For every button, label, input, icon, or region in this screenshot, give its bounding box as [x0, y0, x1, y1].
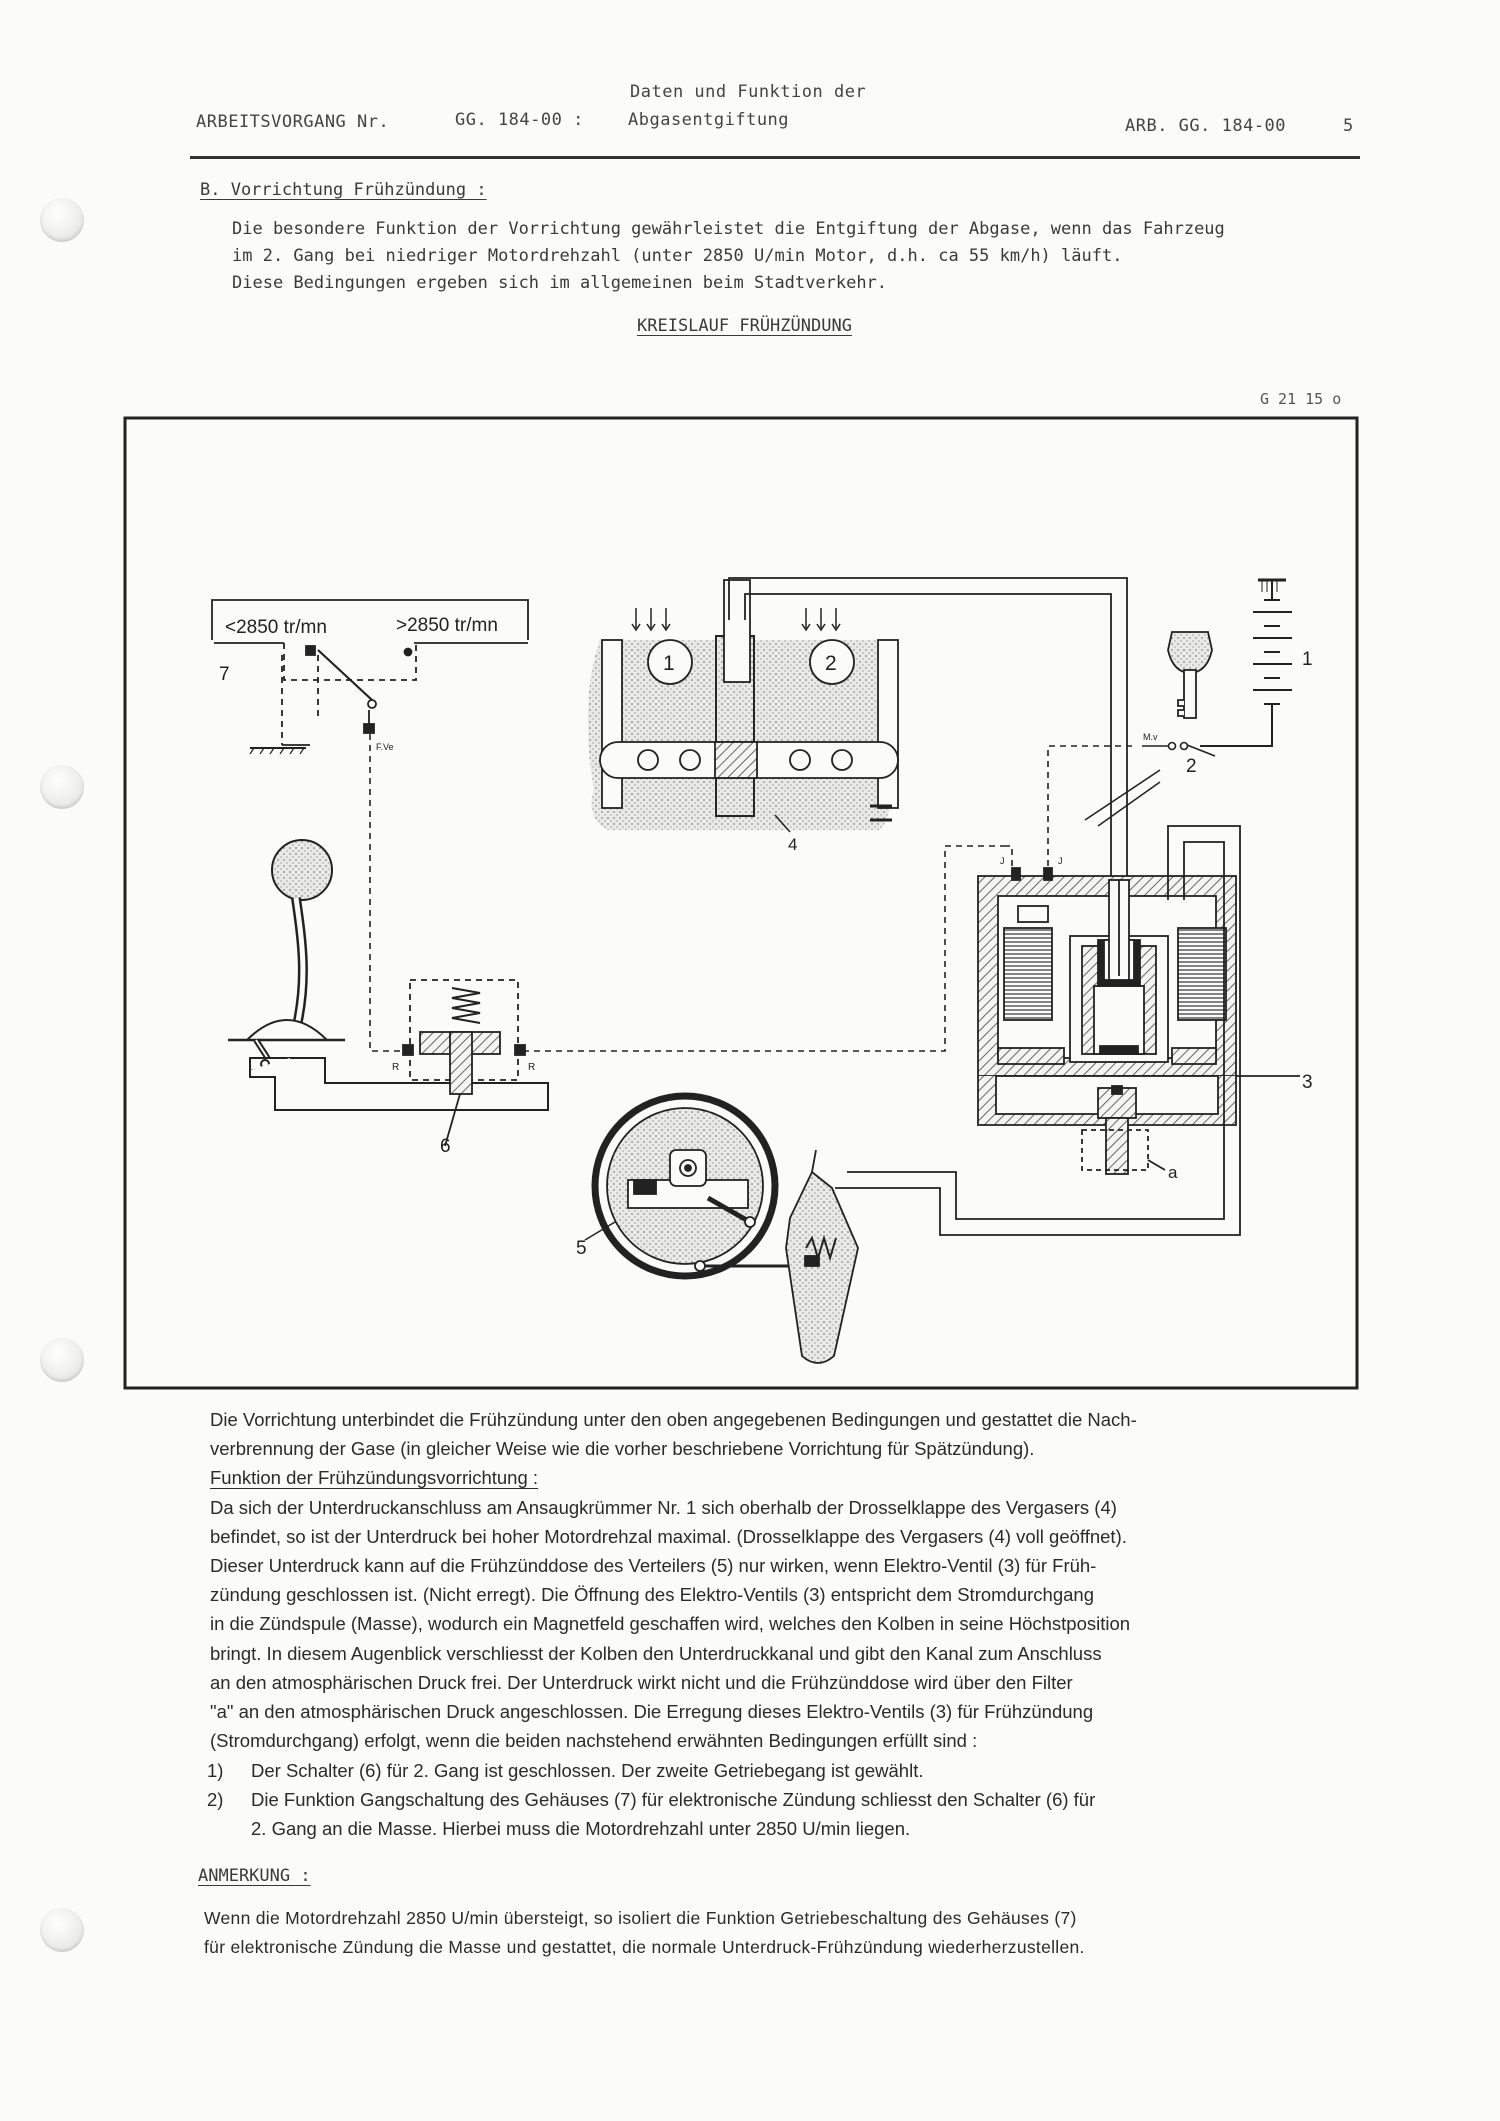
list-item: 1) Der Schalter (6) für 2. Gang ist gesch…: [207, 1756, 1095, 1785]
gear-lever: [228, 839, 549, 1111]
r-label-right: R: [528, 1062, 535, 1073]
list-text: 2. Gang an die Masse. Hierbei muss die M…: [251, 1818, 911, 1840]
text-line: bringt. In diesem Augenblick verschliess…: [210, 1642, 1102, 1664]
text-line: Da sich der Unterdruckanschluss am Ansau…: [210, 1496, 1117, 1518]
punch-hole: [40, 1338, 84, 1382]
list-number: 1): [207, 1760, 224, 1781]
intro-line: im 2. Gang bei niedriger Motordrehzahl (…: [232, 246, 1123, 266]
wire-fve: [369, 734, 1004, 1052]
figure-code: G 21 15 o: [1260, 390, 1342, 408]
text-line: in die Zündspule (Masse), wodurch ein Ma…: [210, 1613, 1131, 1635]
intro-line: Diese Bedingungen ergeben sich im allgem…: [232, 273, 888, 293]
label-3: 3: [1302, 1072, 1313, 1093]
label-4: 4: [788, 835, 797, 854]
intro-line: Die besondere Funktion der Vorrichtung g…: [232, 219, 1225, 239]
r-label-left: R: [392, 1062, 399, 1073]
list-text: Der Schalter (6) für 2. Gang ist geschlo…: [251, 1760, 924, 1781]
header-right-code: ARB. GG. 184-00: [1125, 116, 1287, 136]
page-number: 5: [1343, 116, 1354, 136]
header-title-line2: Abgasentgiftung: [628, 110, 790, 130]
text-line: Wenn die Motordrehzahl 2850 U/min überst…: [204, 1908, 1077, 1928]
label-5: 5: [576, 1238, 587, 1259]
battery-1: [1200, 578, 1292, 747]
punch-hole: [40, 198, 84, 242]
label-1: 1: [1302, 649, 1313, 670]
text-line: verbrennung der Gase (in gleicher Weise …: [210, 1438, 1035, 1460]
punch-hole: [40, 1908, 84, 1952]
diagram-title: KREISLAUF FRÜHZÜNDUNG: [637, 316, 852, 336]
ignition-box-7: [211, 599, 529, 755]
text-line: zündung geschlossen ist. (Nicht erregt).…: [210, 1584, 1094, 1606]
rpm-high-label: >2850 tr/mn: [396, 615, 498, 636]
text-line: "a" an den atmosphärischen Druck angesch…: [210, 1701, 1094, 1723]
cylinder-1-label: 1: [663, 652, 675, 675]
ignition-key-icon: [1167, 631, 1213, 719]
text-line: Die Vorrichtung unterbindet die Frühzünd…: [210, 1409, 1137, 1430]
section-intro: Die besondere Funktion der Vorrichtung g…: [232, 216, 1225, 297]
header-rule: [190, 156, 1360, 159]
text-line: Dieser Unterdruck kann auf die Frühzündd…: [210, 1555, 1097, 1577]
text-line: befindet, so ist der Unterdruck bei hohe…: [210, 1525, 1127, 1547]
label-7: 7: [219, 664, 230, 685]
text-line: (Stromdurchgang) erfolgt, wenn die beide…: [210, 1730, 978, 1752]
distributor-5: [591, 1092, 859, 1364]
label-5-leader: [584, 1221, 616, 1241]
list-text: Die Funktion Gangschaltung des Gehäuses …: [251, 1789, 1096, 1811]
fve-label: F.Ve: [376, 742, 394, 752]
header-operation-label: ARBEITSVORGANG Nr.: [196, 112, 390, 132]
punch-hole: [40, 765, 84, 809]
vacuum-line-capsule: [835, 825, 1300, 1236]
j-label-left: J: [1000, 856, 1005, 866]
electro-valve-3: [977, 867, 1237, 1175]
mv-label: M.v: [1143, 732, 1158, 742]
note-heading: ANMERKUNG :: [198, 1866, 311, 1886]
list-number: 2): [207, 1789, 224, 1811]
filter-a-label: a: [1168, 1163, 1178, 1182]
rpm-low-label: <2850 tr/mn: [225, 617, 327, 638]
switch-6: [402, 979, 526, 1147]
j-label-right: J: [1058, 856, 1063, 866]
header-title-line1: Daten und Funktion der: [630, 82, 867, 102]
vacuum-pipe: [728, 577, 1161, 1010]
cylinder-2-label: 2: [825, 652, 837, 675]
intake-manifold: [587, 579, 899, 833]
section-heading: B. Vorrichtung Frühzündung :: [200, 180, 487, 200]
label-6: 6: [440, 1136, 451, 1157]
text-line: für elektronische Zündung die Masse und …: [204, 1937, 1085, 1958]
function-heading: Funktion der Frühzündungsvorrichtung :: [210, 1467, 539, 1489]
condition-list: 1) Der Schalter (6) für 2. Gang ist gesch…: [207, 1756, 1095, 1844]
list-item: 2) Die Funktion Gangschaltung des Gehäuse…: [207, 1785, 1095, 1814]
diagram-frame: [123, 416, 1359, 1390]
text-line: an den atmosphärischen Druck frei. Der U…: [210, 1671, 1073, 1693]
label-2: 2: [1186, 756, 1197, 777]
description-paragraph: Die Vorrichtung unterbindet die Frühzünd…: [210, 1405, 1137, 1755]
header-operation-code: GG. 184-00 :: [455, 110, 584, 130]
relay-2: [1004, 741, 1216, 880]
note-paragraph: Wenn die Motordrehzahl 2850 U/min überst…: [204, 1904, 1085, 1962]
